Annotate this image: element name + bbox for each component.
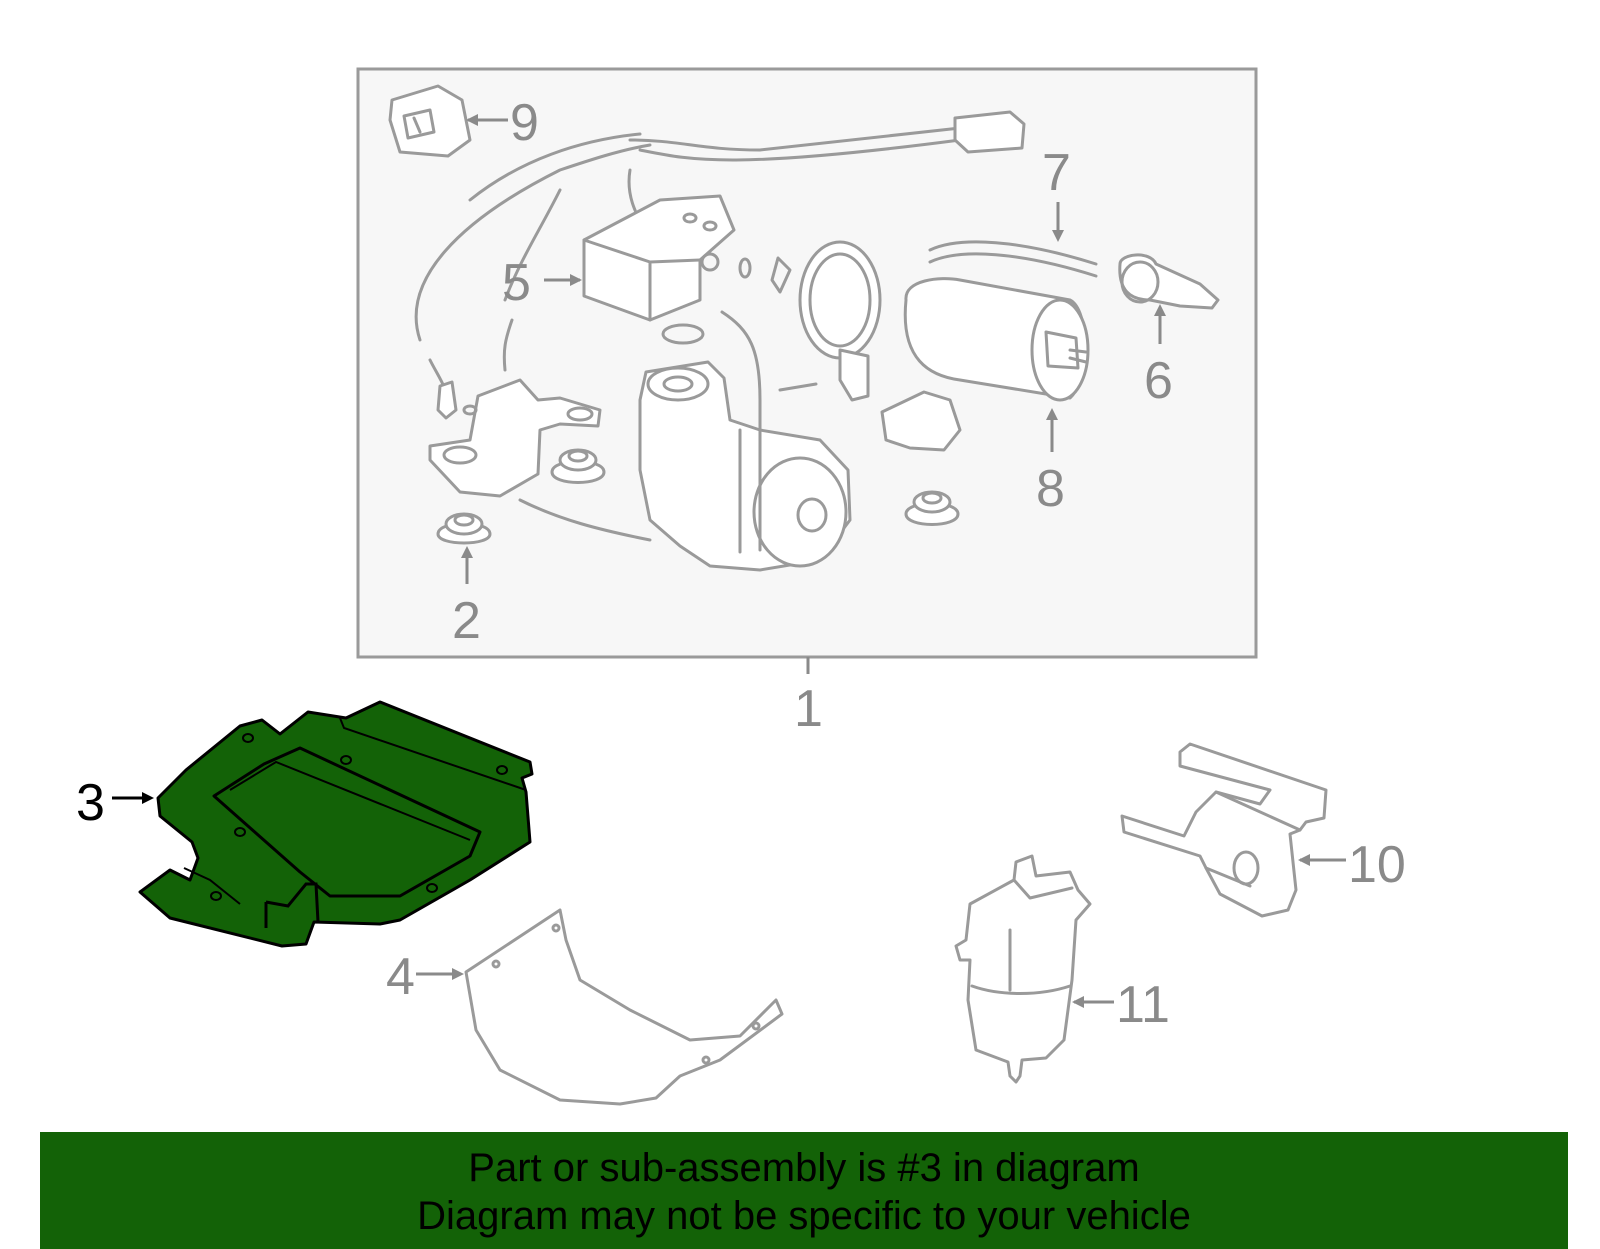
part-10-sensor[interactable] [1120,742,1328,918]
callout-2: 2 [452,592,481,650]
part-6-valve[interactable] [1118,253,1220,310]
callout-4: 4 [386,948,415,1006]
callout-9: 9 [510,94,539,152]
part-3-highlighted-bracket[interactable] [138,700,534,948]
leader-4-arrow [452,968,464,980]
leader-7-arrow [1052,230,1064,242]
callout-11: 11 [1116,976,1170,1034]
part-mount-bracket [880,390,962,452]
callout-6: 6 [1144,352,1173,410]
part-7-hose[interactable] [928,240,1098,266]
callout-8: 8 [1036,460,1065,518]
callout-7: 7 [1042,144,1071,202]
part-2-grommet[interactable] [436,512,492,545]
banner-line-1: Part or sub-assembly is #3 in diagram [468,1146,1140,1190]
leader-5-arrow [570,274,582,286]
part-grommet-ring [661,323,705,345]
part-grommet-c [904,490,960,526]
part-7-hose-edge [928,252,1098,278]
callout-3: 3 [76,774,105,832]
part-bracket [428,378,602,498]
part-grommet-b [550,448,606,484]
part-11-pump[interactable] [954,854,1092,1084]
info-banner: Part or sub-assembly is #3 in diagram Di… [40,1132,1568,1249]
wiring-harness [414,110,1026,420]
leader-6-arrow [1154,304,1166,316]
leader-11-arrow [1072,996,1084,1008]
part-9-connector[interactable] [388,84,472,158]
leader-10-arrow [1298,854,1310,866]
part-filter-ring [798,240,882,402]
callout-1: 1 [794,680,823,738]
part-compressor [518,310,852,572]
leader-3-arrow [142,792,154,804]
banner-line-2: Diagram may not be specific to your vehi… [417,1194,1191,1238]
leader-8-arrow [1046,408,1058,420]
leader-2-arrow [461,546,473,558]
callout-5: 5 [502,254,531,312]
callout-10: 10 [1348,836,1406,894]
part-8-dryer[interactable] [903,277,1090,402]
part-o-ring [738,257,752,279]
part-5-module[interactable] [582,194,736,322]
leader-9-arrow [466,114,478,126]
part-4-shield[interactable] [464,908,784,1106]
part-clip [770,256,792,294]
